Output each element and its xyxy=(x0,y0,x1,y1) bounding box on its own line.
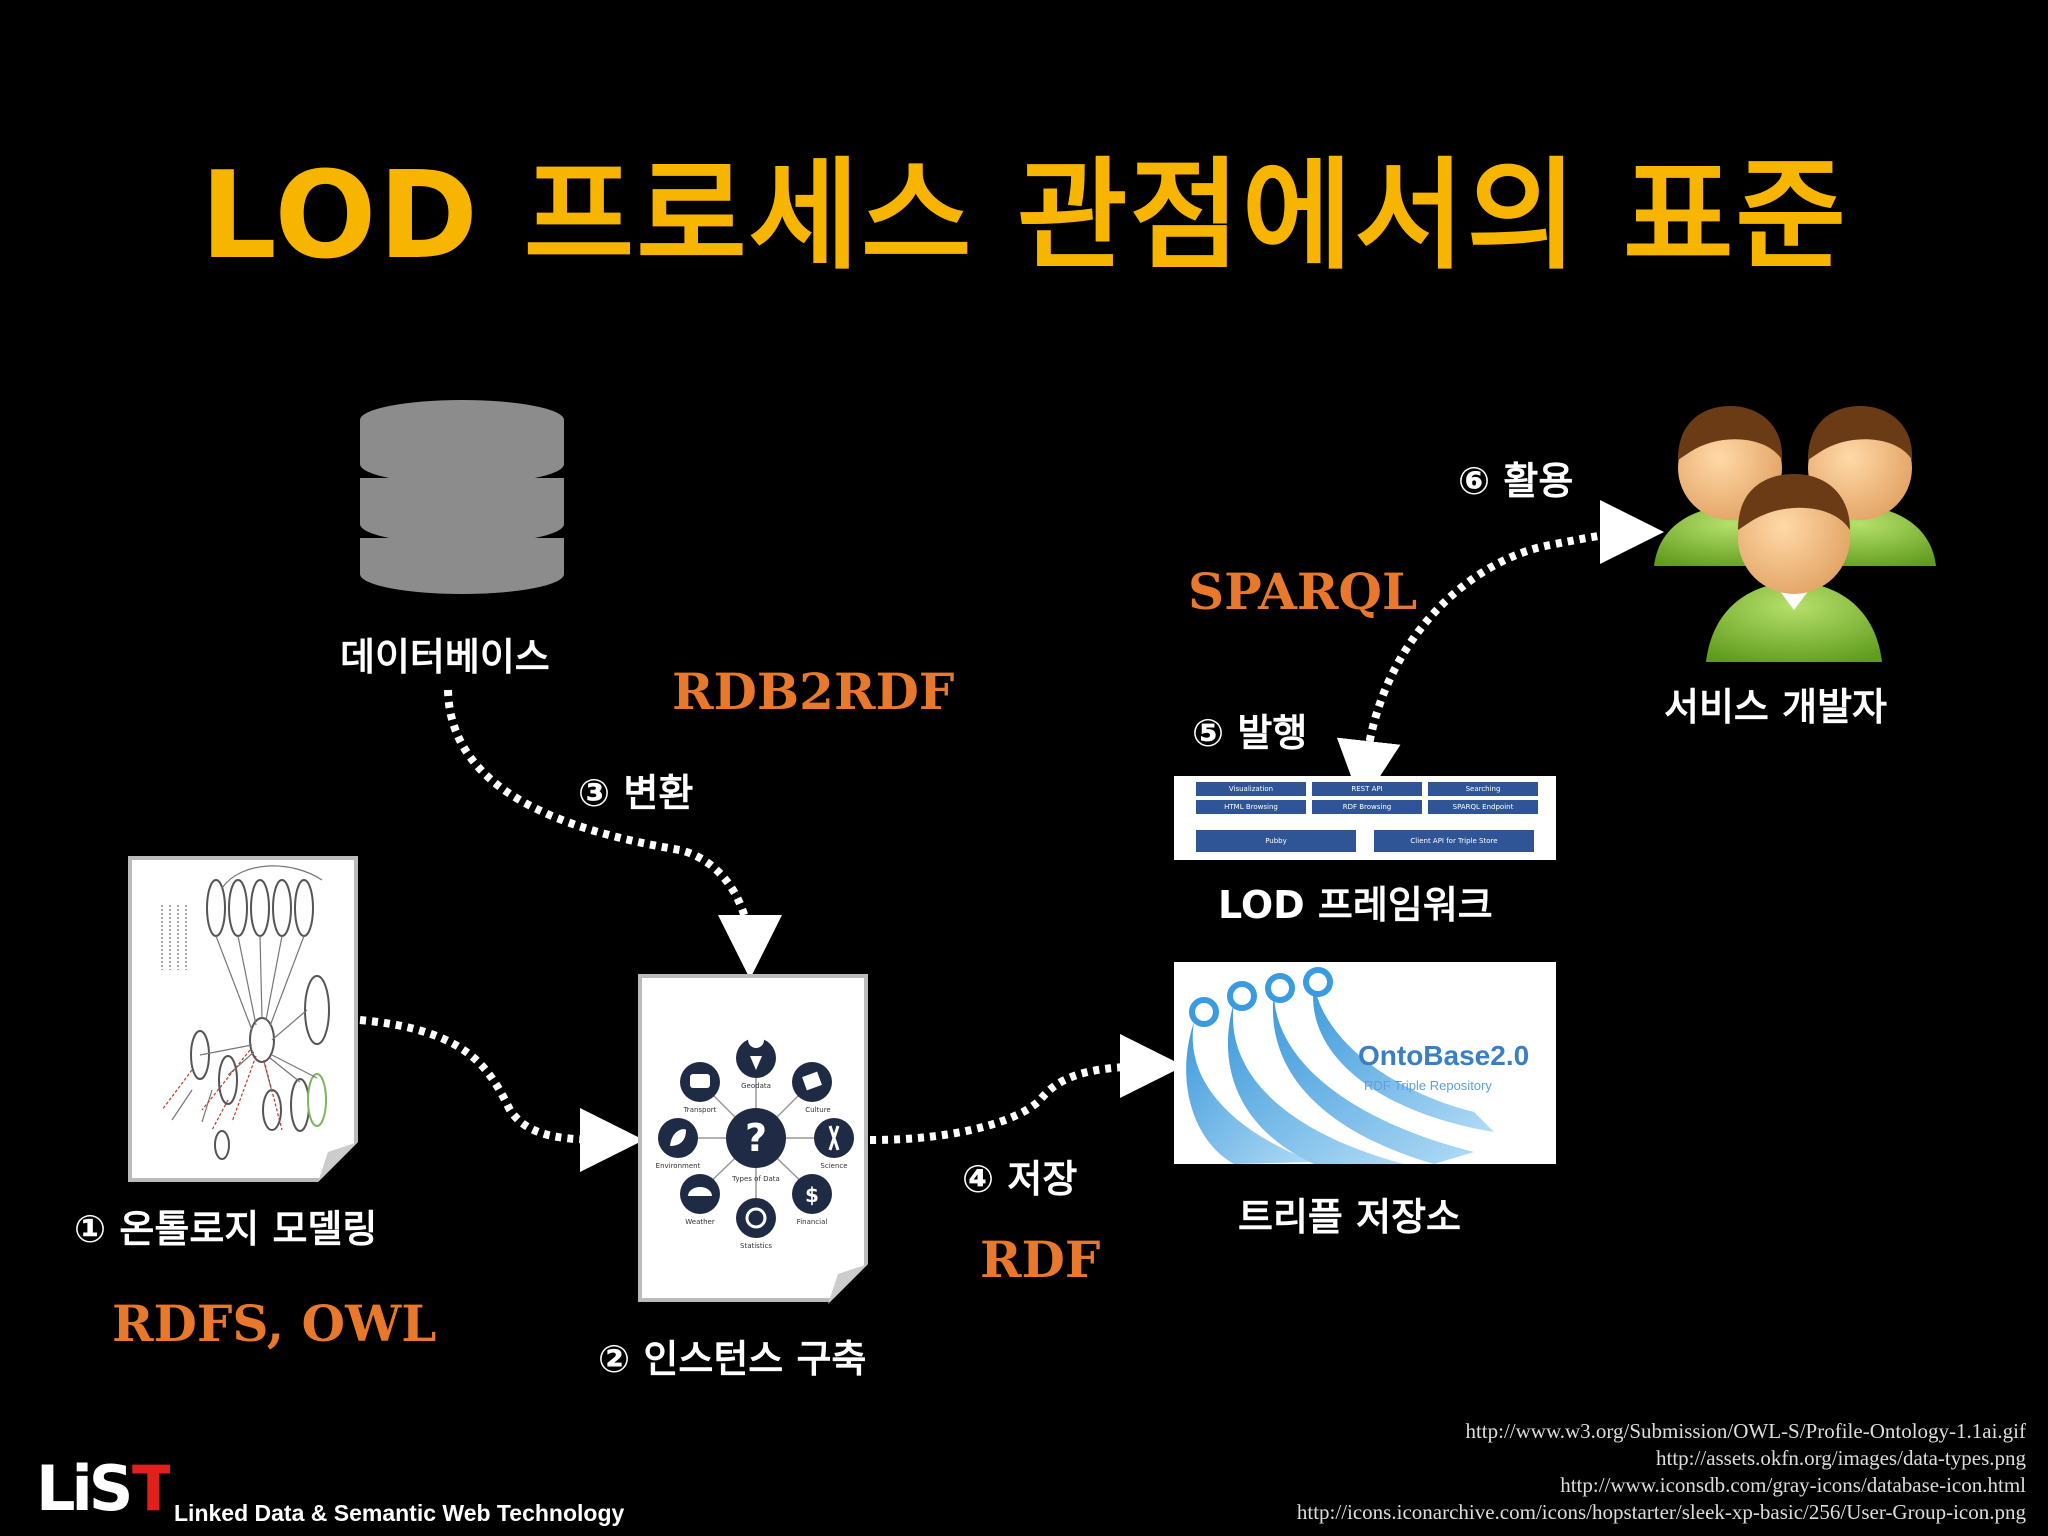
data-type-culture: Culture xyxy=(805,1106,830,1114)
data-type-financial: Financial xyxy=(797,1218,828,1226)
storage-label: 트리플 저장소 xyxy=(1238,1195,1461,1239)
lod-framework-screenshot: Visualization REST API Searching HTML Br… xyxy=(1174,776,1556,860)
data-type-science: Science xyxy=(820,1162,847,1170)
reference-4: http://icons.iconarchive.com/icons/hopst… xyxy=(1296,1500,2026,1524)
arrow-framework-developers xyxy=(1336,500,1664,805)
instance-document: ? Types of Data Geodata Culture Science … xyxy=(638,974,868,1302)
page-curl-icon xyxy=(318,1142,358,1182)
svg-text:T: T xyxy=(132,1456,170,1518)
ontobase-logo-graphic xyxy=(1186,967,1494,1164)
data-types-center: ? xyxy=(745,1116,767,1160)
fw-cell-html-browsing: HTML Browsing xyxy=(1196,800,1306,814)
user-group-icon xyxy=(1654,406,1936,662)
step-convert-label: ③ 변환 xyxy=(578,771,694,815)
rdfs-owl-label: RDFS, OWL xyxy=(112,1294,437,1353)
step-publish-label: ⑤ 발행 xyxy=(1192,711,1308,755)
fw-cell-pubby: Pubby xyxy=(1196,830,1356,852)
data-type-transport: Transport xyxy=(683,1106,717,1114)
svg-text:LiS: LiS xyxy=(36,1456,130,1518)
rdf-label: RDF xyxy=(980,1230,1101,1289)
arrow-instance-to-storage xyxy=(869,1034,1184,1144)
data-type-geodata: Geodata xyxy=(741,1082,771,1090)
data-type-environment: Environment xyxy=(656,1162,701,1170)
svg-text:$: $ xyxy=(805,1183,819,1207)
reference-2: http://assets.okfn.org/images/data-types… xyxy=(1656,1446,2026,1470)
brand-tagline: Linked Data & Semantic Web Technology xyxy=(174,1500,625,1526)
reference-1: http://www.w3.org/Submission/OWL-S/Profi… xyxy=(1465,1419,2026,1443)
slide-title: LOD 프로세스 관점에서의 표준 xyxy=(200,147,1848,286)
developers-label: 서비스 개발자 xyxy=(1664,685,1887,729)
database-label: 데이터베이스 xyxy=(340,635,550,679)
ontology-label: ① 온톨로지 모델링 xyxy=(74,1207,378,1251)
data-type-statistics: Statistics xyxy=(740,1242,772,1250)
ontobase-subtitle: RDF Triple Repository xyxy=(1364,1078,1492,1093)
instance-label: ② 인스턴스 구축 xyxy=(598,1337,867,1381)
step-store-label: ④ 저장 xyxy=(962,1157,1078,1201)
list-logo: LiS T xyxy=(36,1456,170,1518)
arrow-ontology-to-instance xyxy=(359,1016,644,1172)
data-types-center-label: Types of Data xyxy=(731,1175,780,1183)
ontology-document xyxy=(128,856,358,1182)
data-types-diagram: ? Types of Data Geodata Culture Science … xyxy=(656,1032,854,1250)
rdb2rdf-label: RDB2RDF xyxy=(672,662,955,721)
data-type-weather: Weather xyxy=(685,1218,715,1226)
fw-cell-client-api: Client API for Triple Store xyxy=(1374,830,1534,852)
framework-label: LOD 프레임워크 xyxy=(1218,883,1493,927)
fw-cell-rest-api: REST API xyxy=(1312,782,1422,796)
fw-cell-rdf-browsing: RDF Browsing xyxy=(1312,800,1422,814)
ontobase-screenshot: OntoBase2.0 RDF Triple Repository xyxy=(1174,962,1556,1164)
references: http://www.w3.org/Submission/OWL-S/Profi… xyxy=(1297,1418,2026,1526)
fw-cell-searching: Searching xyxy=(1428,782,1538,796)
fw-cell-visualization: Visualization xyxy=(1196,782,1306,796)
arrow-db-to-instance xyxy=(444,689,782,979)
sparql-label: SPARQL xyxy=(1188,562,1418,621)
page-curl-icon-2 xyxy=(828,1264,868,1304)
reference-3: http://www.iconsdb.com/gray-icons/databa… xyxy=(1560,1473,2026,1497)
fw-cell-sparql-endpoint: SPARQL Endpoint xyxy=(1428,800,1538,814)
step-use-label: ⑥ 활용 xyxy=(1458,459,1574,503)
ontology-graph-image xyxy=(161,865,330,1160)
database-icon xyxy=(360,400,564,594)
ontobase-title: OntoBase2.0 xyxy=(1358,1040,1530,1071)
